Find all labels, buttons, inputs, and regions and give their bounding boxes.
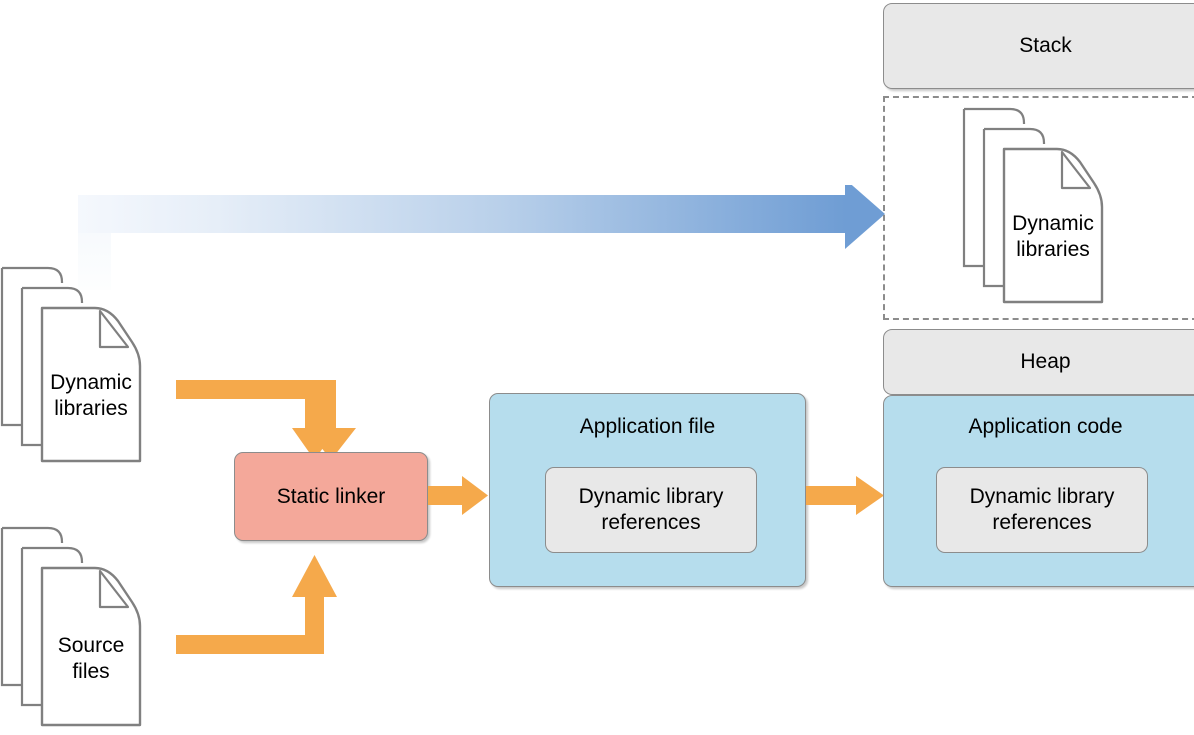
heap-label: Heap bbox=[1020, 350, 1071, 373]
stack-box[interactable]: Stack bbox=[883, 3, 1194, 89]
dynamic-libraries-memory: Dynamic libraries bbox=[962, 106, 1152, 311]
static-linker-box[interactable]: Static linker bbox=[234, 452, 428, 541]
arrow-sources-to-linker bbox=[176, 555, 337, 654]
static-linker-label: Static linker bbox=[276, 484, 386, 508]
heap-box[interactable]: Heap bbox=[883, 329, 1194, 395]
stack-label: Stack bbox=[1019, 34, 1072, 57]
arrow-libraries-to-linker bbox=[176, 372, 356, 460]
application-file-title: Application file bbox=[579, 415, 716, 438]
application-file-inner-box: Dynamic library references bbox=[545, 467, 757, 553]
dynamic-libraries-memory-region bbox=[883, 96, 1194, 320]
application-code-inner-box: Dynamic library references bbox=[936, 467, 1148, 553]
source-files: Source files bbox=[0, 525, 180, 735]
application-code-inner-label: Dynamic library references bbox=[969, 485, 1115, 534]
arrow-linker-to-application-file bbox=[428, 476, 488, 515]
application-code-title: Application code bbox=[968, 415, 1123, 438]
dynamic-libraries-input: Dynamic libraries bbox=[0, 265, 180, 465]
application-file-inner-label: Dynamic library references bbox=[578, 485, 724, 534]
arrow-application-file-to-application-code bbox=[806, 476, 884, 515]
arrow-libraries-to-memory bbox=[78, 185, 885, 290]
